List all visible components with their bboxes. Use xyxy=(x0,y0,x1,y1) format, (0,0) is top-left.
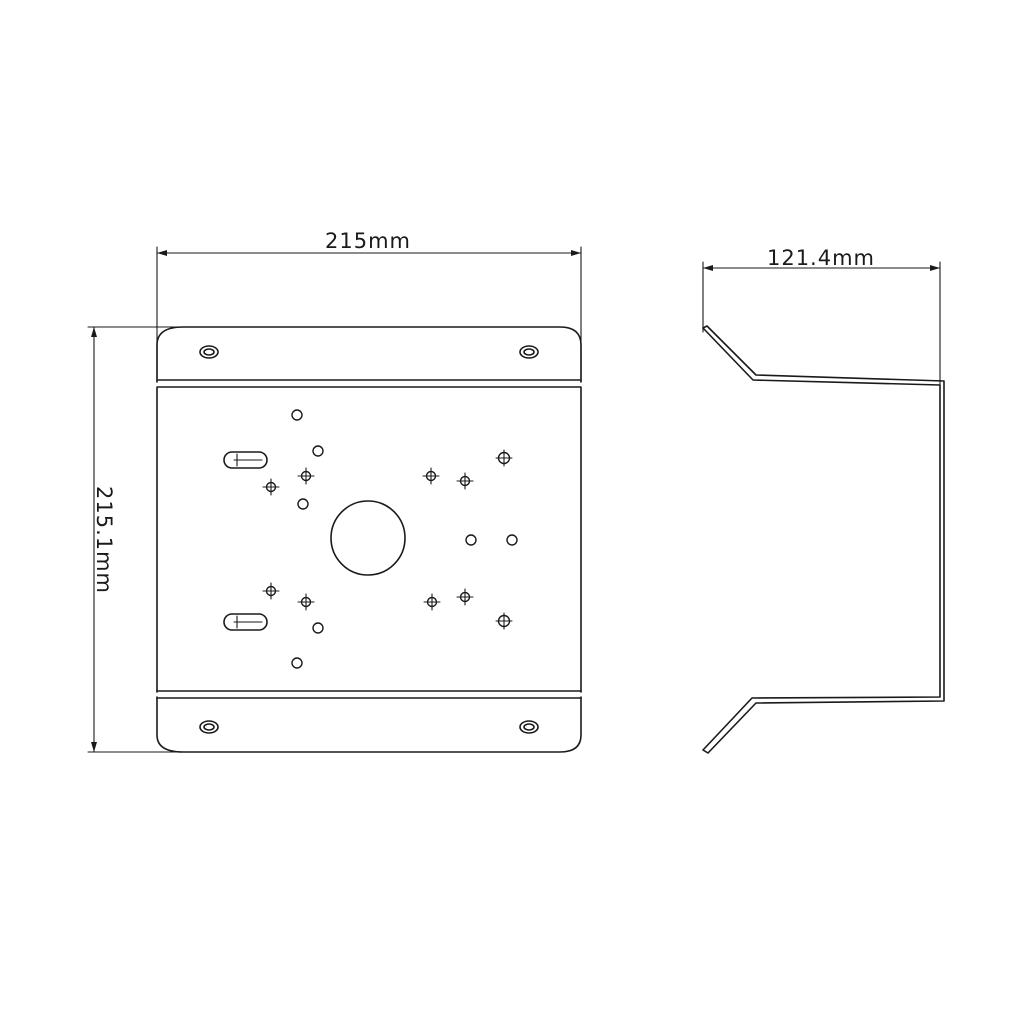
slot-bottom-left xyxy=(223,613,268,631)
corner-hole-top-right-inner xyxy=(523,348,535,356)
plate-height-label: 215.1mm xyxy=(92,486,116,594)
crosshair-hole-icon xyxy=(262,478,280,496)
round-hole xyxy=(297,498,309,510)
round-hole xyxy=(312,622,324,634)
round-hole xyxy=(465,534,477,546)
corner-hole-top-right xyxy=(519,345,539,359)
round-hole xyxy=(291,409,303,421)
height-dimension: 215.1mm xyxy=(87,326,184,753)
crosshair-hole-icon xyxy=(422,467,440,485)
bracket-depth-label: 121.4mm xyxy=(767,246,875,270)
corner-hole-bottom-left-inner xyxy=(203,723,215,731)
center-cable-hole xyxy=(330,500,406,576)
crosshair-hole-icon xyxy=(297,593,315,611)
bracket-profile xyxy=(702,325,945,754)
round-holes xyxy=(291,409,518,669)
front-view: 215mm 215.1mm xyxy=(87,229,582,753)
arrow-left-icon xyxy=(157,250,167,256)
crosshair-hole-icon xyxy=(262,582,280,600)
crosshair-hole-icon xyxy=(456,588,474,606)
width-dimension: 215mm xyxy=(156,229,582,379)
depth-dimension: 121.4mm xyxy=(702,246,941,386)
crosshair-hole-icon xyxy=(495,612,513,630)
plate-center-section xyxy=(156,387,582,693)
corner-holes xyxy=(199,345,539,734)
slotted-holes xyxy=(223,451,268,631)
round-hole xyxy=(506,534,518,546)
corner-hole-top-left xyxy=(199,345,219,359)
crosshair-hole-icon xyxy=(297,467,315,485)
arrow-right-icon xyxy=(571,250,581,256)
round-hole xyxy=(312,445,324,457)
arrow-down-icon xyxy=(91,742,97,752)
plate-width-label: 215mm xyxy=(325,229,411,253)
arrow-left-icon xyxy=(703,265,713,271)
crosshair-hole-icon xyxy=(495,449,513,467)
corner-hole-top-left-inner xyxy=(203,348,215,356)
round-hole xyxy=(291,657,303,669)
plate-outline xyxy=(156,326,582,753)
arrow-right-icon xyxy=(930,265,940,271)
marked-holes xyxy=(262,449,513,630)
corner-hole-bottom-right xyxy=(519,720,539,734)
corner-hole-bottom-right-inner xyxy=(523,723,535,731)
crosshair-hole-icon xyxy=(456,472,474,490)
corner-hole-bottom-left xyxy=(199,720,219,734)
side-view: 121.4mm xyxy=(702,246,945,754)
crosshair-hole-icon xyxy=(423,593,441,611)
slot-top-left xyxy=(223,451,268,469)
arrow-up-icon xyxy=(91,327,97,337)
